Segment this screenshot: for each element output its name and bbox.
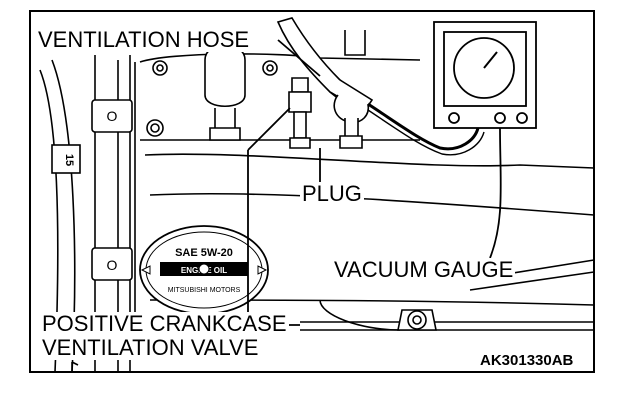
plug-fitting [288, 77, 312, 149]
cap-text-maker: MITSUBISHI MOTORS [168, 287, 241, 294]
clip-text: 15 [63, 154, 75, 166]
leader-ventilation-hose [277, 39, 321, 77]
bracket-marker-lower: O [107, 257, 118, 273]
left-bracket-upper: O [91, 99, 133, 133]
label-pcv-valve-line1: POSITIVE CRANKCASE [40, 311, 289, 336]
oil-filler-cap: SAE 5W-20 ENGINE OIL MITSUBISHI MOTORS [139, 225, 269, 315]
label-pcv-valve-line2: VENTILATION VALVE [40, 335, 261, 360]
cover-bolts [146, 60, 278, 137]
vacuum-gauge-icon [433, 21, 537, 129]
bracket-marker-upper: O [107, 108, 118, 124]
label-ventilation-hose: VENTILATION HOSE [36, 27, 252, 52]
hose-clip: 15 [51, 144, 81, 174]
cover-mount-boss [397, 309, 437, 331]
left-bracket-lower: O [91, 247, 133, 281]
leader-vacuum-gauge [489, 127, 502, 259]
coil-boot [204, 44, 246, 141]
ventilation-hose [276, 17, 374, 149]
label-plug: PLUG [300, 181, 364, 206]
gauge-hose [367, 102, 480, 151]
figure-code: AK301330AB [480, 352, 574, 369]
label-vacuum-gauge: VACUUM GAUGE [332, 257, 516, 282]
cap-text-grade: SAE 5W-20 [175, 247, 233, 259]
